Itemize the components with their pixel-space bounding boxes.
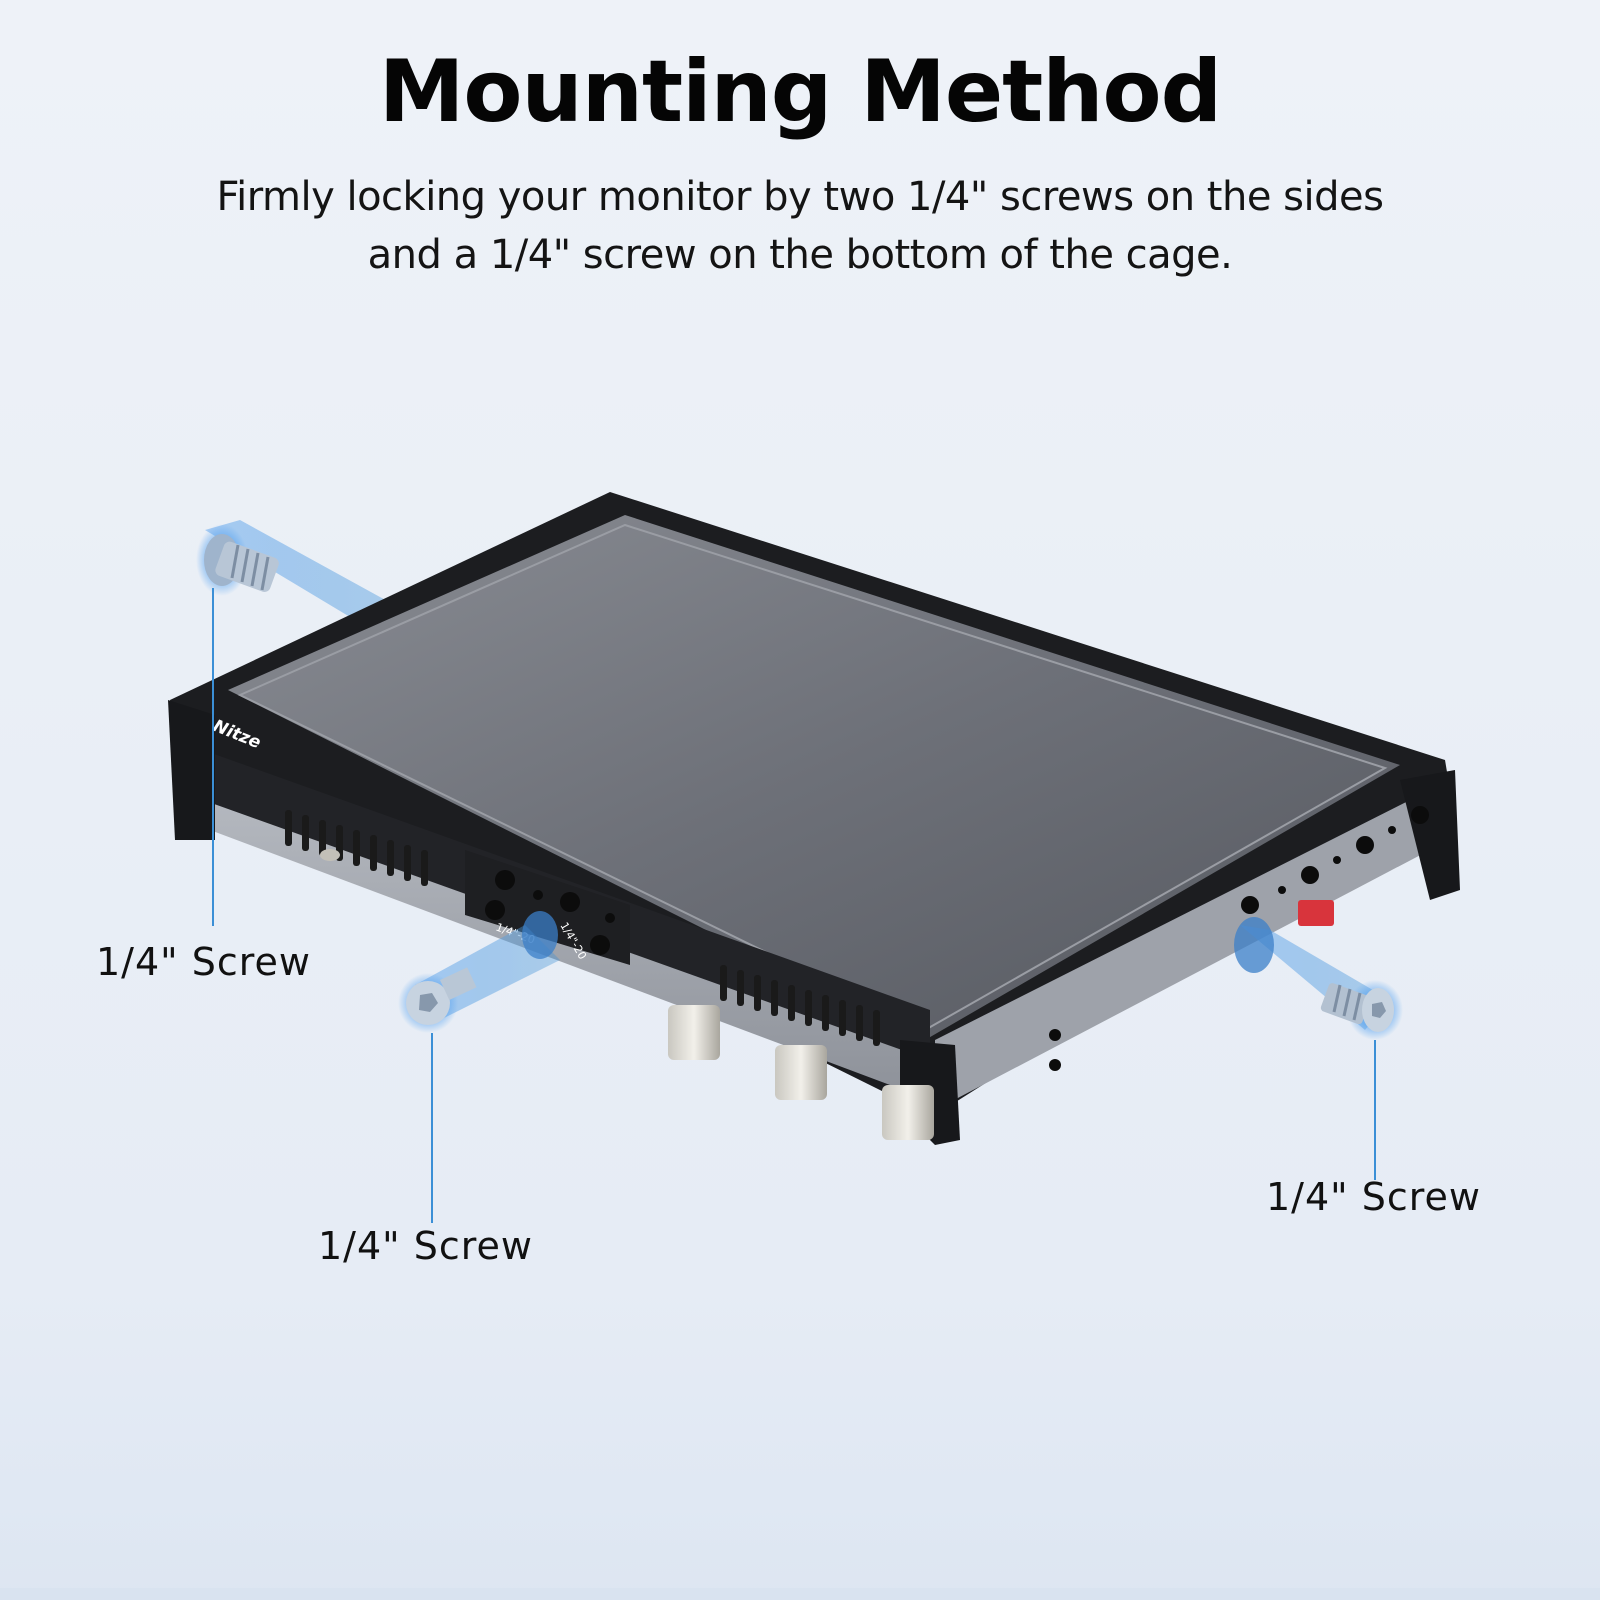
- threaded-holes-bottom: [485, 870, 615, 955]
- right-screw-group: [1234, 917, 1403, 1040]
- page-title: Mounting Method: [378, 42, 1222, 142]
- subtitle-line-2: and a 1/4" screw on the bottom of the ca…: [367, 232, 1233, 278]
- bnc-connector-2: [775, 1045, 827, 1100]
- vent-left: [285, 810, 428, 886]
- bnc-connector-1: [668, 1005, 720, 1060]
- page-subtitle: Firmly locking your monitor by two 1/4" …: [0, 168, 1600, 284]
- callout-leader-left: [212, 588, 214, 926]
- record-button: [1298, 900, 1334, 926]
- bnc-connectors: [668, 1005, 934, 1140]
- bottom-screw-icon: [406, 967, 477, 1025]
- subtitle-line-1: Firmly locking your monitor by two 1/4" …: [216, 174, 1384, 220]
- threaded-holes-right: [1049, 806, 1429, 1071]
- bottom-band: [0, 1588, 1600, 1600]
- monitor-cage: 1/4"-20 1/4"-20 Nitze: [168, 492, 1460, 1145]
- callout-label-right-screw: 1/4" Screw: [1266, 1175, 1481, 1219]
- left-screw-icon: [204, 534, 279, 592]
- callout-label-left-screw: 1/4" Screw: [96, 940, 311, 984]
- monitor-screen: [228, 515, 1400, 1040]
- vent-right: [720, 965, 880, 1046]
- right-screw-icon: [1320, 983, 1394, 1032]
- callout-label-bottom-screw: 1/4" Screw: [318, 1224, 533, 1268]
- bnc-connector-3: [882, 1085, 934, 1140]
- bottom-screw-group: [398, 911, 560, 1033]
- callout-leader-right: [1374, 1040, 1376, 1180]
- callout-leader-bottom: [431, 1033, 433, 1223]
